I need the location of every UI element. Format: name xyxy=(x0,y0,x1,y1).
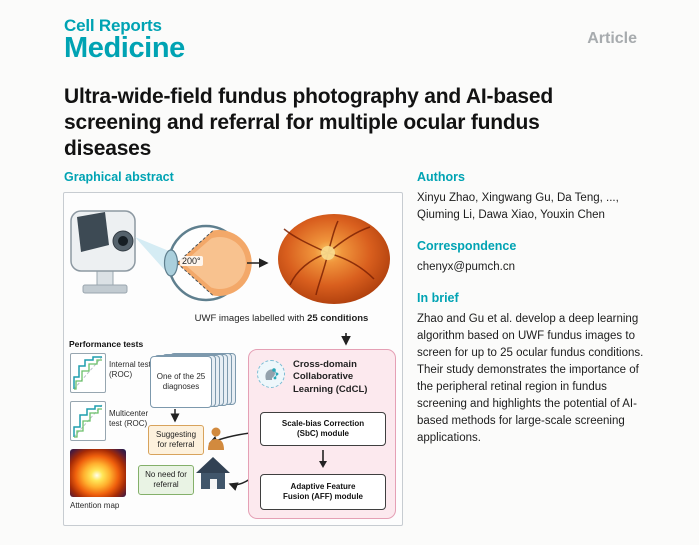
internal-test-roc-chart xyxy=(70,353,106,393)
uwf-caption-bold: 25 conditions xyxy=(307,313,369,324)
diagnosis-cards: One of the 25 diagnoses xyxy=(150,353,240,411)
diagnosis-card-front: One of the 25 diagnoses xyxy=(150,356,212,408)
home-icon xyxy=(196,457,230,489)
paper-title: Ultra-wide-field fundus photography and … xyxy=(64,85,553,161)
abstract-illustration xyxy=(70,210,390,491)
attention-map-label: Attention map xyxy=(70,501,120,510)
internal-test-label: Internal test (ROC) xyxy=(109,360,151,379)
no-referral-box: No need for referral xyxy=(138,465,194,495)
roc-curves-multicenter xyxy=(73,404,103,438)
article-type-label: Article xyxy=(587,30,637,47)
journal-name-line1: Cell Reports xyxy=(64,16,162,35)
cdcl-title: Cross-domain Collaborative Learning (CdC… xyxy=(293,359,368,395)
info-column: Authors Xinyu Zhao, Xingwang Gu, Da Teng… xyxy=(417,170,645,447)
sbc-module-box: Scale-bias Correction (SbC) module xyxy=(260,412,386,446)
multicenter-test-roc-chart xyxy=(70,401,106,441)
doctor-icon xyxy=(208,427,224,450)
correspondence-email[interactable]: chenyx@pumch.cn xyxy=(417,261,515,274)
journal-name-line2: Medicine xyxy=(64,32,185,64)
attention-map xyxy=(70,449,126,497)
graphical-abstract-figure: 200° UWF images labelled with 25 conditi… xyxy=(63,192,403,526)
graphical-abstract-heading: Graphical abstract xyxy=(64,170,174,184)
uwf-caption-text: UWF images labelled with xyxy=(194,313,308,324)
in-brief-text: Zhao and Gu et al. develop a deep learni… xyxy=(417,313,644,445)
performance-tests-label: Performance tests xyxy=(69,339,144,349)
journal-logo: Cell Reports Medicine xyxy=(64,16,185,65)
field-angle-label: 200° xyxy=(180,256,203,266)
cdcl-icon xyxy=(257,360,285,388)
roc-curves-internal xyxy=(73,356,103,390)
camera-beam xyxy=(135,237,169,275)
correspondence-heading: Correspondence xyxy=(417,239,517,254)
eye-diagram xyxy=(163,224,252,302)
module-arrow xyxy=(319,450,327,468)
aff-module-box: Adaptive Feature Fusion (AFF) module xyxy=(260,474,386,510)
suggesting-referral-box: Suggesting for referral xyxy=(148,425,204,455)
uwf-caption: UWF images labelled with 25 conditions xyxy=(164,313,399,324)
diagnosis-card-label: One of the 25 diagnoses xyxy=(156,372,206,391)
fundus-image xyxy=(278,214,390,304)
cdcl-panel: Cross-domain Collaborative Learning (CdC… xyxy=(248,349,396,519)
authors-list: Xinyu Zhao, Xingwang Gu, Da Teng, ..., Q… xyxy=(417,192,619,222)
multicenter-test-label: Multicenter test (ROC) xyxy=(109,409,149,428)
authors-heading: Authors xyxy=(417,170,465,184)
cdcl-icon-art xyxy=(265,368,279,380)
fundus-camera-illustration xyxy=(70,210,136,294)
in-brief-heading: In brief xyxy=(417,291,459,306)
